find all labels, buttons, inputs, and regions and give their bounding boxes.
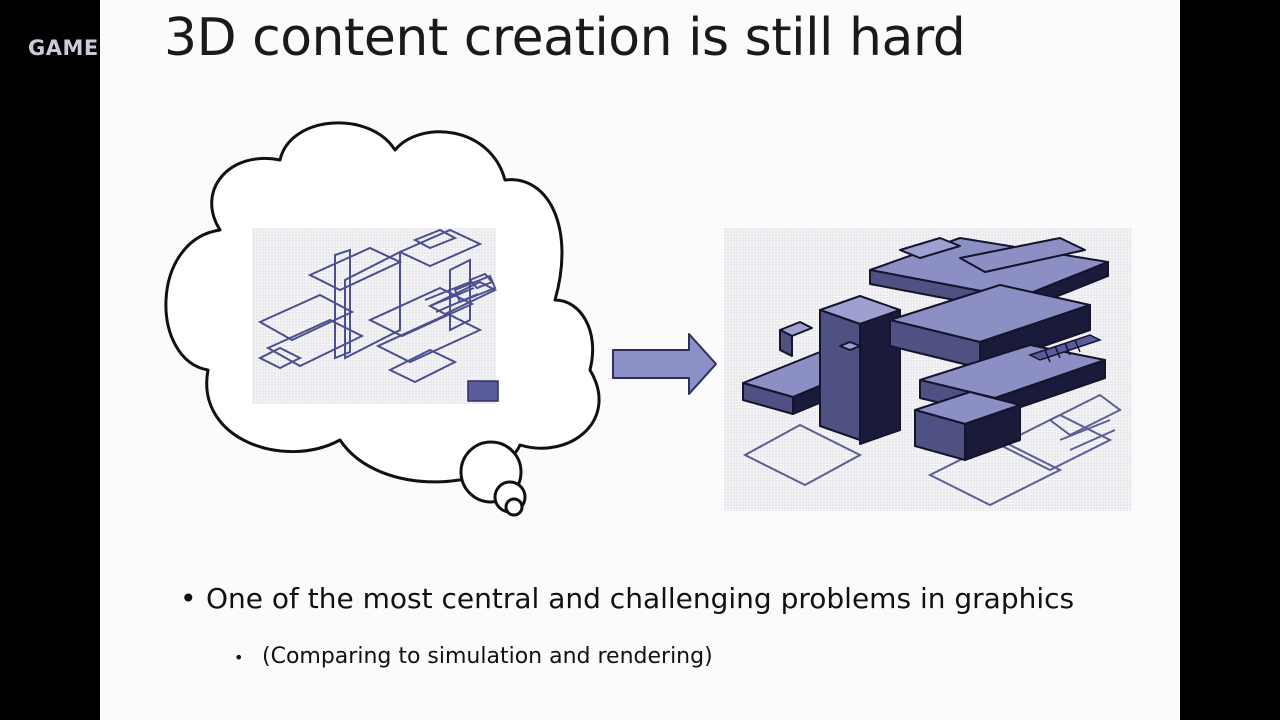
watermark: GAME — [28, 36, 99, 60]
thought-bubbles — [459, 440, 527, 517]
slide-title: 3D content creation is still hard — [164, 8, 966, 68]
model-image — [724, 228, 1132, 511]
sketch-image — [252, 228, 499, 404]
bullet-level-2: • (Comparing to simulation and rendering) — [234, 644, 713, 669]
arrow-right-icon — [612, 333, 717, 395]
slide: 3D content creation is still hard — [100, 0, 1180, 720]
bullet-dot: • — [180, 582, 197, 615]
bullet-dot-sub: • — [234, 647, 244, 667]
bullet-text-main: One of the most central and challenging … — [206, 582, 1075, 615]
bullet-level-1: • One of the most central and challenging… — [180, 582, 1074, 615]
bullet-text-sub: (Comparing to simulation and rendering) — [262, 644, 713, 669]
illustration — [164, 121, 1132, 517]
